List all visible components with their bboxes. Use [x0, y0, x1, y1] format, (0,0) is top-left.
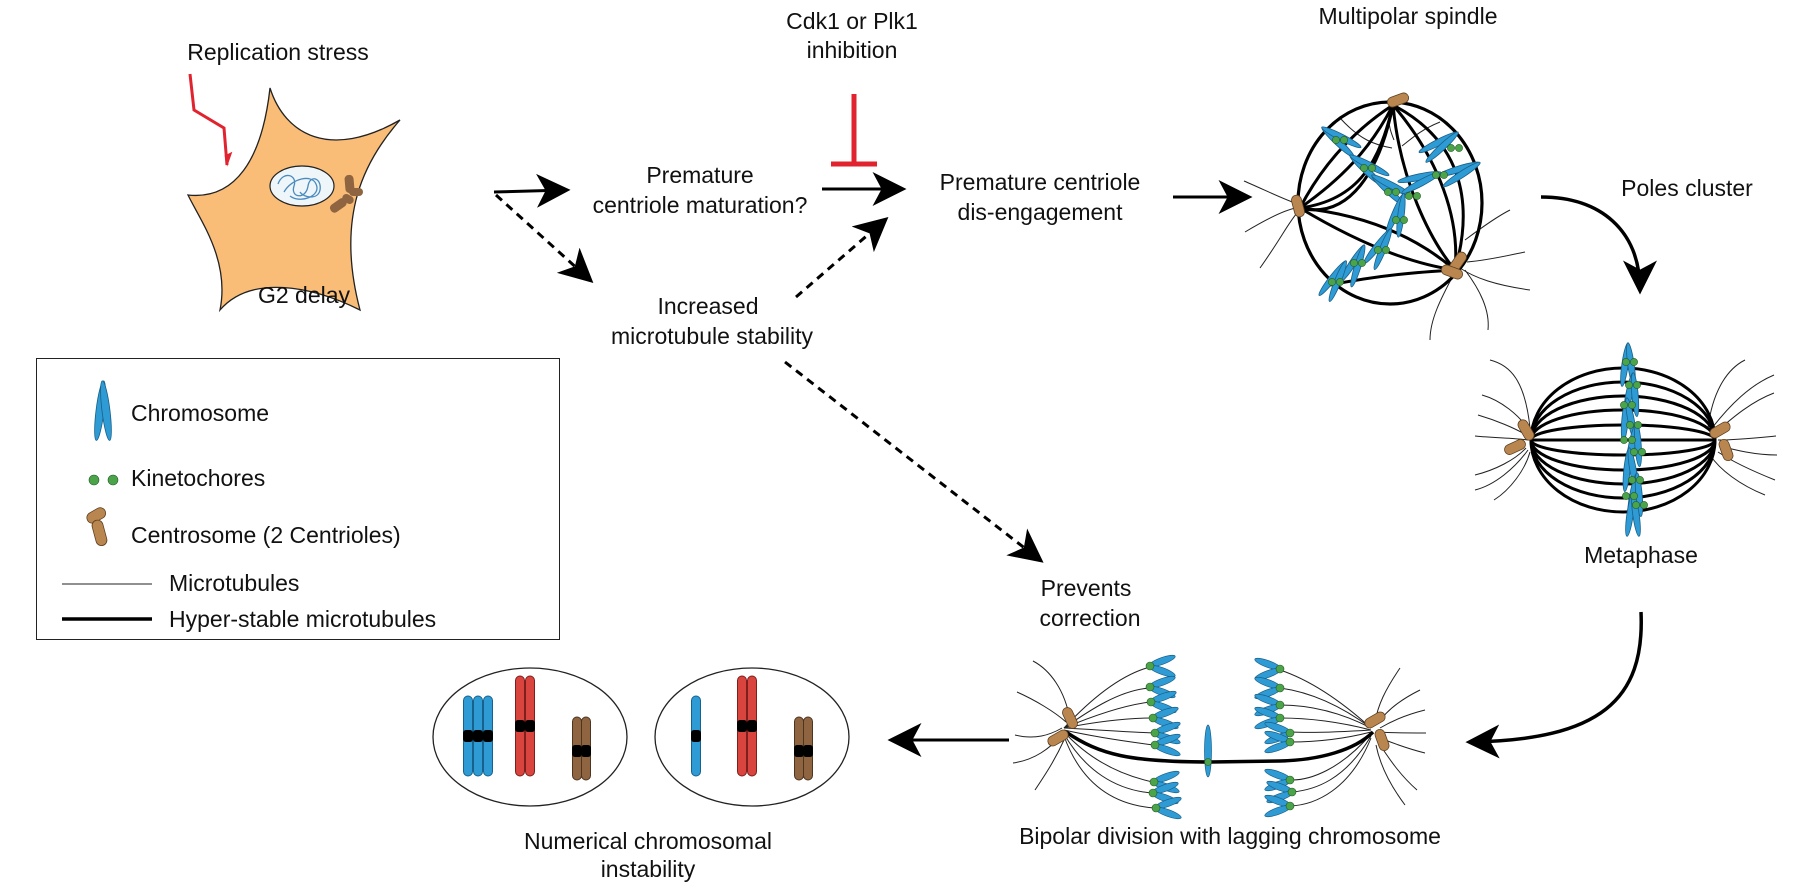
cdk-plk-label-line2: inhibition [806, 37, 898, 63]
arrow-to-maturation [493, 173, 571, 208]
chromosome-icon [94, 380, 112, 441]
legend: Chromosome Kinetochores Centrosome (2 Ce… [36, 358, 560, 640]
dashed-arrow-stability-to-disengagement [795, 217, 889, 299]
daughter-cells [432, 667, 850, 807]
centromere [572, 745, 582, 757]
centromere [803, 745, 813, 757]
legend-kinetochores-label: Kinetochores [131, 465, 266, 491]
premature-maturation-line2: centriole maturation? [592, 192, 808, 218]
premature-maturation-line1: Premature [646, 162, 754, 188]
g2-cell [186, 87, 401, 313]
prevents-correction-line2: correction [1039, 605, 1141, 631]
g2-delay-label: G2 delay [257, 282, 351, 308]
poles-cluster-label: Poles cluster [1621, 175, 1753, 201]
centromere [737, 720, 747, 732]
poles-cluster-arrow [1540, 195, 1657, 295]
daughter-cell [654, 667, 850, 807]
dna-strands [277, 174, 321, 200]
multipolar-spindle [1243, 91, 1531, 341]
centromere [473, 730, 483, 742]
bipolar-division-label: Bipolar division with lagging chromosome [1019, 823, 1441, 849]
replication-stress-arrow [188, 73, 233, 167]
centromere [691, 730, 701, 742]
disengagement-line2: dis-engagement [957, 199, 1123, 225]
dashed-arrow-to-stability [494, 193, 594, 284]
cell-outline [432, 667, 628, 807]
bipolar-division [1012, 652, 1427, 822]
metaphase-label: Metaphase [1584, 542, 1698, 568]
nucleus [269, 165, 335, 207]
metaphase-spindle [1474, 341, 1778, 538]
increased-stability-line1: Increased [657, 293, 759, 319]
daughter-cell [432, 667, 628, 807]
legend-chromosome-label: Chromosome [131, 400, 270, 426]
multipolar-spindle-label: Multipolar spindle [1318, 3, 1498, 29]
centromere [515, 720, 525, 732]
increased-stability-line2: microtubule stability [611, 323, 813, 349]
centromere [483, 730, 493, 742]
inhibition-bar [831, 94, 877, 167]
legend-hyperstable-label: Hyper-stable microtubules [169, 606, 437, 632]
cdk-plk-label-line1: Cdk1 or Plk1 [786, 8, 918, 34]
kinetochores-icon [88, 474, 119, 486]
centromere [525, 720, 535, 732]
centromere [581, 745, 591, 757]
cin-label-line2: instability [600, 856, 696, 882]
legend-centrosome-label: Centrosome (2 Centrioles) [131, 522, 401, 548]
centromere [794, 745, 804, 757]
legend-microtubules-label: Microtubules [169, 570, 300, 596]
dashed-arrow-to-prevents [784, 360, 1044, 563]
centromere [747, 720, 757, 732]
arrow-to-bipolar [1465, 611, 1643, 759]
centrosome-icon [86, 507, 108, 547]
cell-outline [654, 667, 850, 807]
prevents-correction-line1: Prevents [1040, 575, 1132, 601]
legend-icons [62, 380, 152, 621]
replication-stress-label: Replication stress [187, 39, 369, 65]
centromere [463, 730, 473, 742]
cell-centrosome-icon [329, 174, 363, 213]
disengagement-line1: Premature centriole [939, 169, 1141, 195]
cin-label-line1: Numerical chromosomal [524, 828, 772, 854]
lagging-chromosome [1204, 724, 1212, 778]
